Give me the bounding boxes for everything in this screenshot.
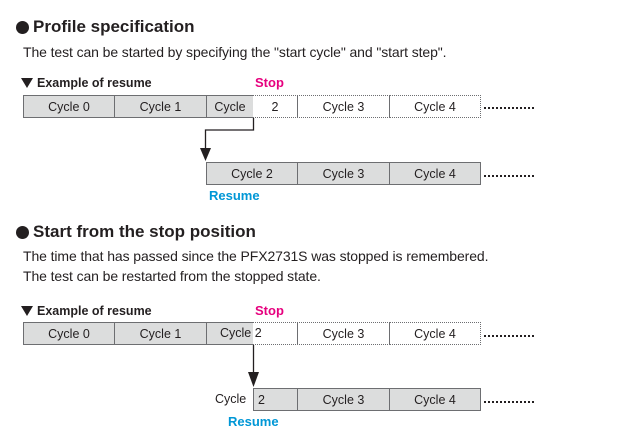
- cycle-2-label: Cycle 2: [220, 326, 262, 340]
- cycle-cell: Cycle 3: [297, 95, 390, 118]
- section1-heading: Profile specification: [16, 17, 195, 37]
- cycle-cell: Cycle 4: [389, 388, 481, 411]
- triangle-down-icon: [21, 306, 33, 316]
- cycle-cell: Cycle 3: [297, 388, 390, 411]
- cycle-cell: Cycle 4: [389, 322, 481, 345]
- cycle-cell: Cycle 4: [389, 95, 481, 118]
- section1-description: The test can be started by specifying th…: [23, 44, 447, 60]
- cycle-cell: Cycle 2: [206, 162, 298, 185]
- example-label-text: Example of resume: [37, 76, 152, 90]
- section1-resume-label: Resume: [209, 188, 260, 203]
- section1-example-label: Example of resume: [21, 76, 152, 90]
- continuation-dots: [484, 175, 534, 177]
- continuation-dots: [484, 401, 534, 403]
- continuation-dots: [484, 107, 534, 109]
- section2-stop-label: Stop: [255, 303, 284, 318]
- section1-title: Profile specification: [33, 17, 195, 36]
- cycle-cell: Cycle 3: [297, 322, 390, 345]
- section2-description-line1: The time that has passed since the PFX27…: [23, 248, 489, 264]
- section2-resume-label: Resume: [228, 414, 279, 429]
- section2-example-label: Example of resume: [21, 304, 152, 318]
- section2-title: Start from the stop position: [33, 222, 256, 241]
- continuation-dots: [484, 335, 534, 337]
- cycle-prefix-label: Cycle: [215, 392, 247, 406]
- section1-stop-label: Stop: [255, 75, 284, 90]
- example-label-text: Example of resume: [37, 304, 152, 318]
- cycle-cell: Cycle 0: [23, 95, 115, 118]
- section2-description-line2: The test can be restarted from the stopp…: [23, 268, 321, 284]
- cycle-cell-partial: 2: [253, 388, 298, 411]
- triangle-down-icon: [21, 78, 33, 88]
- cycle-cell: Cycle 4: [389, 162, 481, 185]
- cycle-cell: Cycle 3: [297, 162, 390, 185]
- bullet-icon: [16, 225, 29, 239]
- cycle-cell: Cycle 1: [114, 322, 207, 345]
- cycle-cell: Cycle 1: [114, 95, 207, 118]
- section2-heading: Start from the stop position: [16, 222, 256, 242]
- cycle-cell: Cycle 0: [23, 322, 115, 345]
- bullet-icon: [16, 20, 29, 34]
